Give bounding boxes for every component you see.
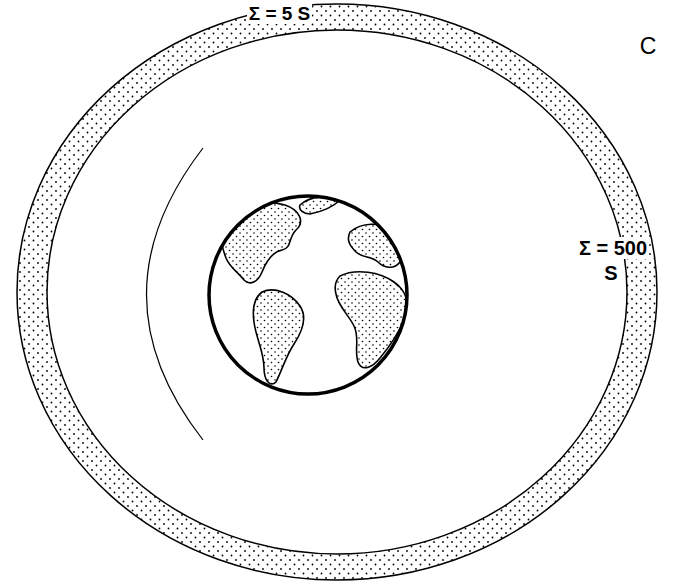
arc-line xyxy=(147,148,204,440)
conductance-label: Σ = 500 S xyxy=(570,236,654,286)
label-text: Σ = 500 S xyxy=(577,237,647,284)
outer-boundary xyxy=(17,4,657,580)
region-letter: C xyxy=(630,32,666,61)
inner-boundary xyxy=(47,30,627,554)
label-text: Σ = 5 S xyxy=(247,3,313,24)
dotted-shell xyxy=(17,4,657,580)
continents xyxy=(222,197,415,384)
earth-globe xyxy=(209,196,407,394)
label-text: C xyxy=(638,33,659,59)
conductance-label: Σ = 5 S xyxy=(212,2,347,26)
